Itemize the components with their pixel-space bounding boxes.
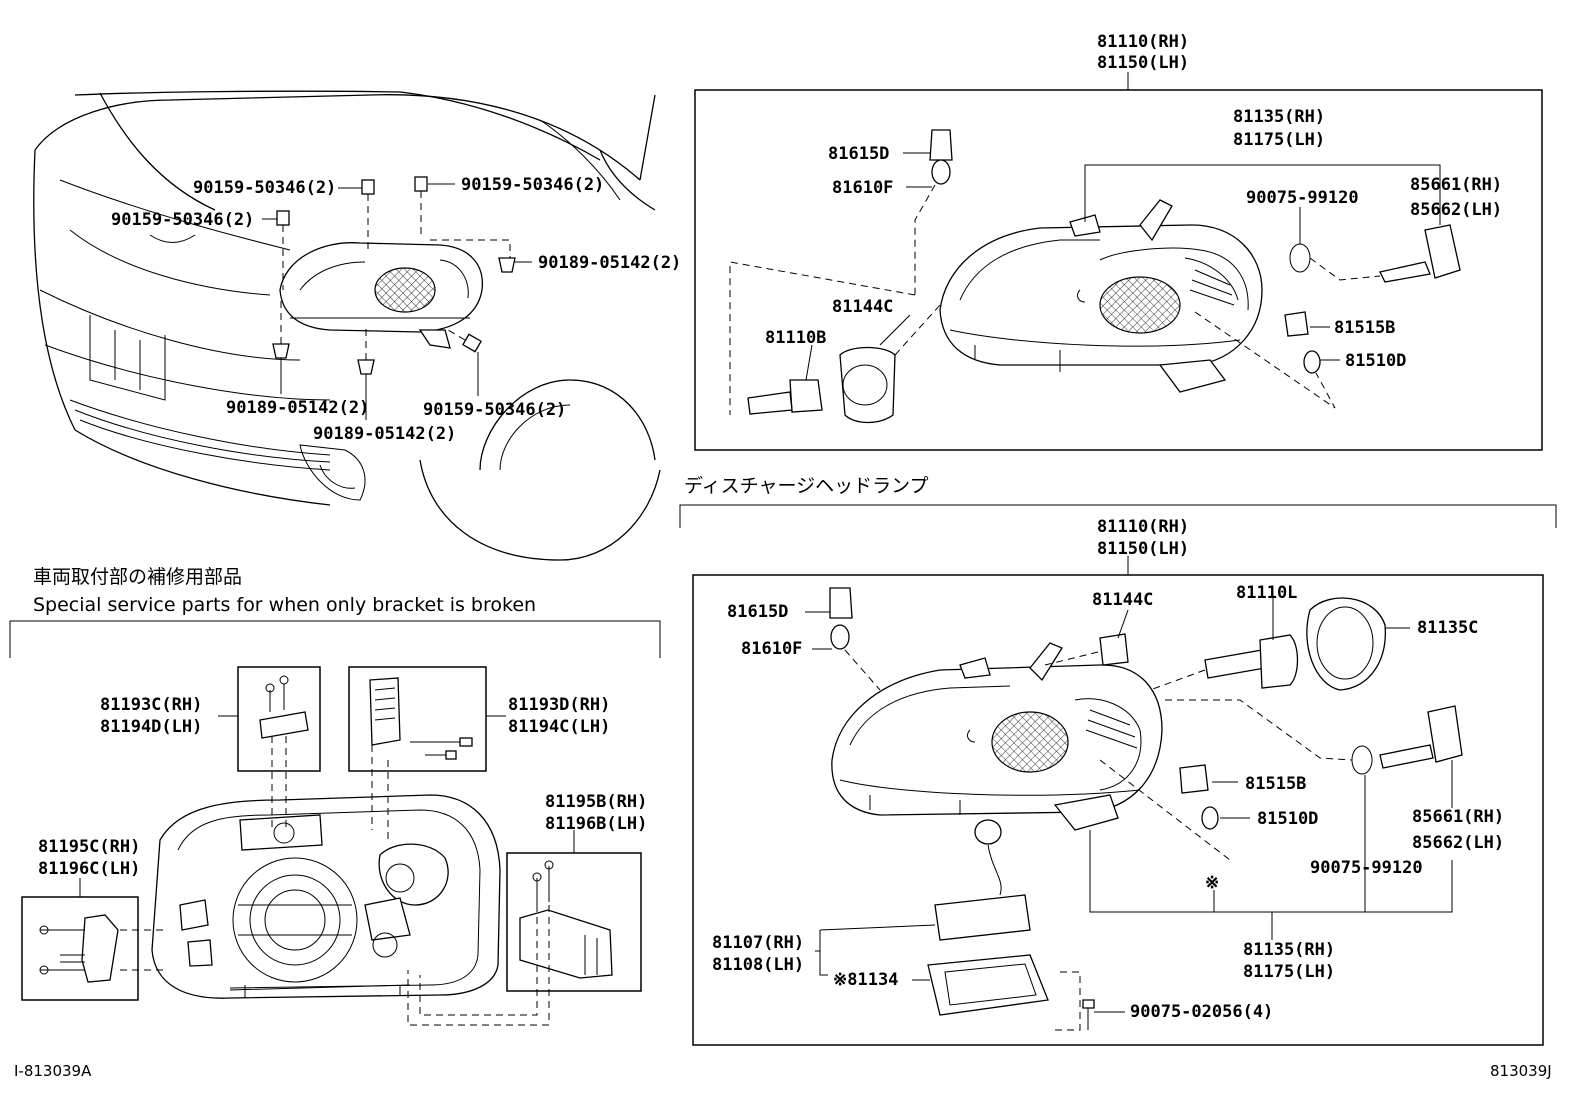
label-81196c-lh: 81196C(LH) xyxy=(38,859,140,879)
label-81135-rh: 81135(RH) xyxy=(1233,107,1325,127)
label-90159-50346-d: 90159-50346(2) xyxy=(423,400,566,420)
label-81107-rh: 81107(RH) xyxy=(712,933,804,953)
label-81610f: 81610F xyxy=(832,178,893,198)
label-81195b-rh: 81195B(RH) xyxy=(545,792,647,812)
label-81515b-b: 81515B xyxy=(1245,774,1306,794)
figure-ref-right: 813039J xyxy=(1490,1062,1552,1080)
label-81175-lh-b: 81175(LH) xyxy=(1243,962,1335,982)
label-81196b-lh: 81196B(LH) xyxy=(545,814,647,834)
label-90075-02056: 90075-02056(4) xyxy=(1130,1002,1273,1022)
label-90189-05142-c: 90189-05142(2) xyxy=(313,424,456,444)
label-81194d-lh: 81194D(LH) xyxy=(100,717,202,737)
label-81144c-b: 81144C xyxy=(1092,590,1153,610)
special-parts-caption-jp: 車両取付部の補修用部品 xyxy=(33,566,242,588)
label-81510d: 81510D xyxy=(1345,351,1406,371)
label-85662-lh: 85662(LH) xyxy=(1410,200,1502,220)
special-parts-drawing xyxy=(21,666,642,1026)
label-81615d: 81615D xyxy=(828,144,889,164)
label-90189-05142-b: 90189-05142(2) xyxy=(226,398,369,418)
vehicle-front-drawing xyxy=(33,90,661,561)
label-81194c-lh: 81194C(LH) xyxy=(508,717,610,737)
label-81110-rh-top: 81110(RH) xyxy=(1097,32,1189,52)
label-90189-05142-a: 90189-05142(2) xyxy=(538,253,681,273)
label-81110l: 81110L xyxy=(1236,583,1297,603)
label-81144c: 81144C xyxy=(832,297,893,317)
label-81134: ※81134 xyxy=(833,970,898,990)
special-parts-caption-en: Special service parts for when only brac… xyxy=(33,594,536,616)
vehicle-leaders xyxy=(262,183,532,420)
label-81193c-rh: 81193C(RH) xyxy=(100,695,202,715)
label-81135-rh-b: 81135(RH) xyxy=(1243,940,1335,960)
label-85661-rh: 85661(RH) xyxy=(1410,175,1502,195)
label-90159-50346-b: 90159-50346(2) xyxy=(461,175,604,195)
label-81175-lh: 81175(LH) xyxy=(1233,130,1325,150)
label-90075-99120: 90075-99120 xyxy=(1246,188,1359,208)
label-90159-50346-a: 90159-50346(2) xyxy=(193,178,336,198)
label-81193d-rh: 81193D(RH) xyxy=(508,695,610,715)
label-ref-mark: ※ xyxy=(1205,873,1219,893)
label-81515b: 81515B xyxy=(1334,318,1395,338)
label-85662-lh-b: 85662(LH) xyxy=(1412,833,1504,853)
label-81150-lh-bottom: 81150(LH) xyxy=(1097,539,1189,559)
label-81150-lh-top: 81150(LH) xyxy=(1097,53,1189,73)
label-81108-lh: 81108(LH) xyxy=(712,955,804,975)
label-81195c-rh: 81195C(RH) xyxy=(38,837,140,857)
label-90075-99120-b: 90075-99120 xyxy=(1310,858,1423,878)
label-90159-50346-c: 90159-50346(2) xyxy=(111,210,254,230)
label-81135c: 81135C xyxy=(1417,618,1478,638)
label-85661-rh-b: 85661(RH) xyxy=(1412,807,1504,827)
figure-ref-left: Ⅰ-813039A xyxy=(14,1062,92,1080)
label-81610f-b: 81610F xyxy=(741,639,802,659)
label-81615d-b: 81615D xyxy=(727,602,788,622)
headlamp-assembly-discharge xyxy=(692,556,1544,1046)
headlamp-assembly-standard xyxy=(694,72,1543,451)
label-81110-rh-bottom: 81110(RH) xyxy=(1097,517,1189,537)
label-81110b: 81110B xyxy=(765,328,826,348)
discharge-headlamp-caption: ディスチャージヘッドランプ xyxy=(684,475,929,497)
label-81510d-b: 81510D xyxy=(1257,809,1318,829)
